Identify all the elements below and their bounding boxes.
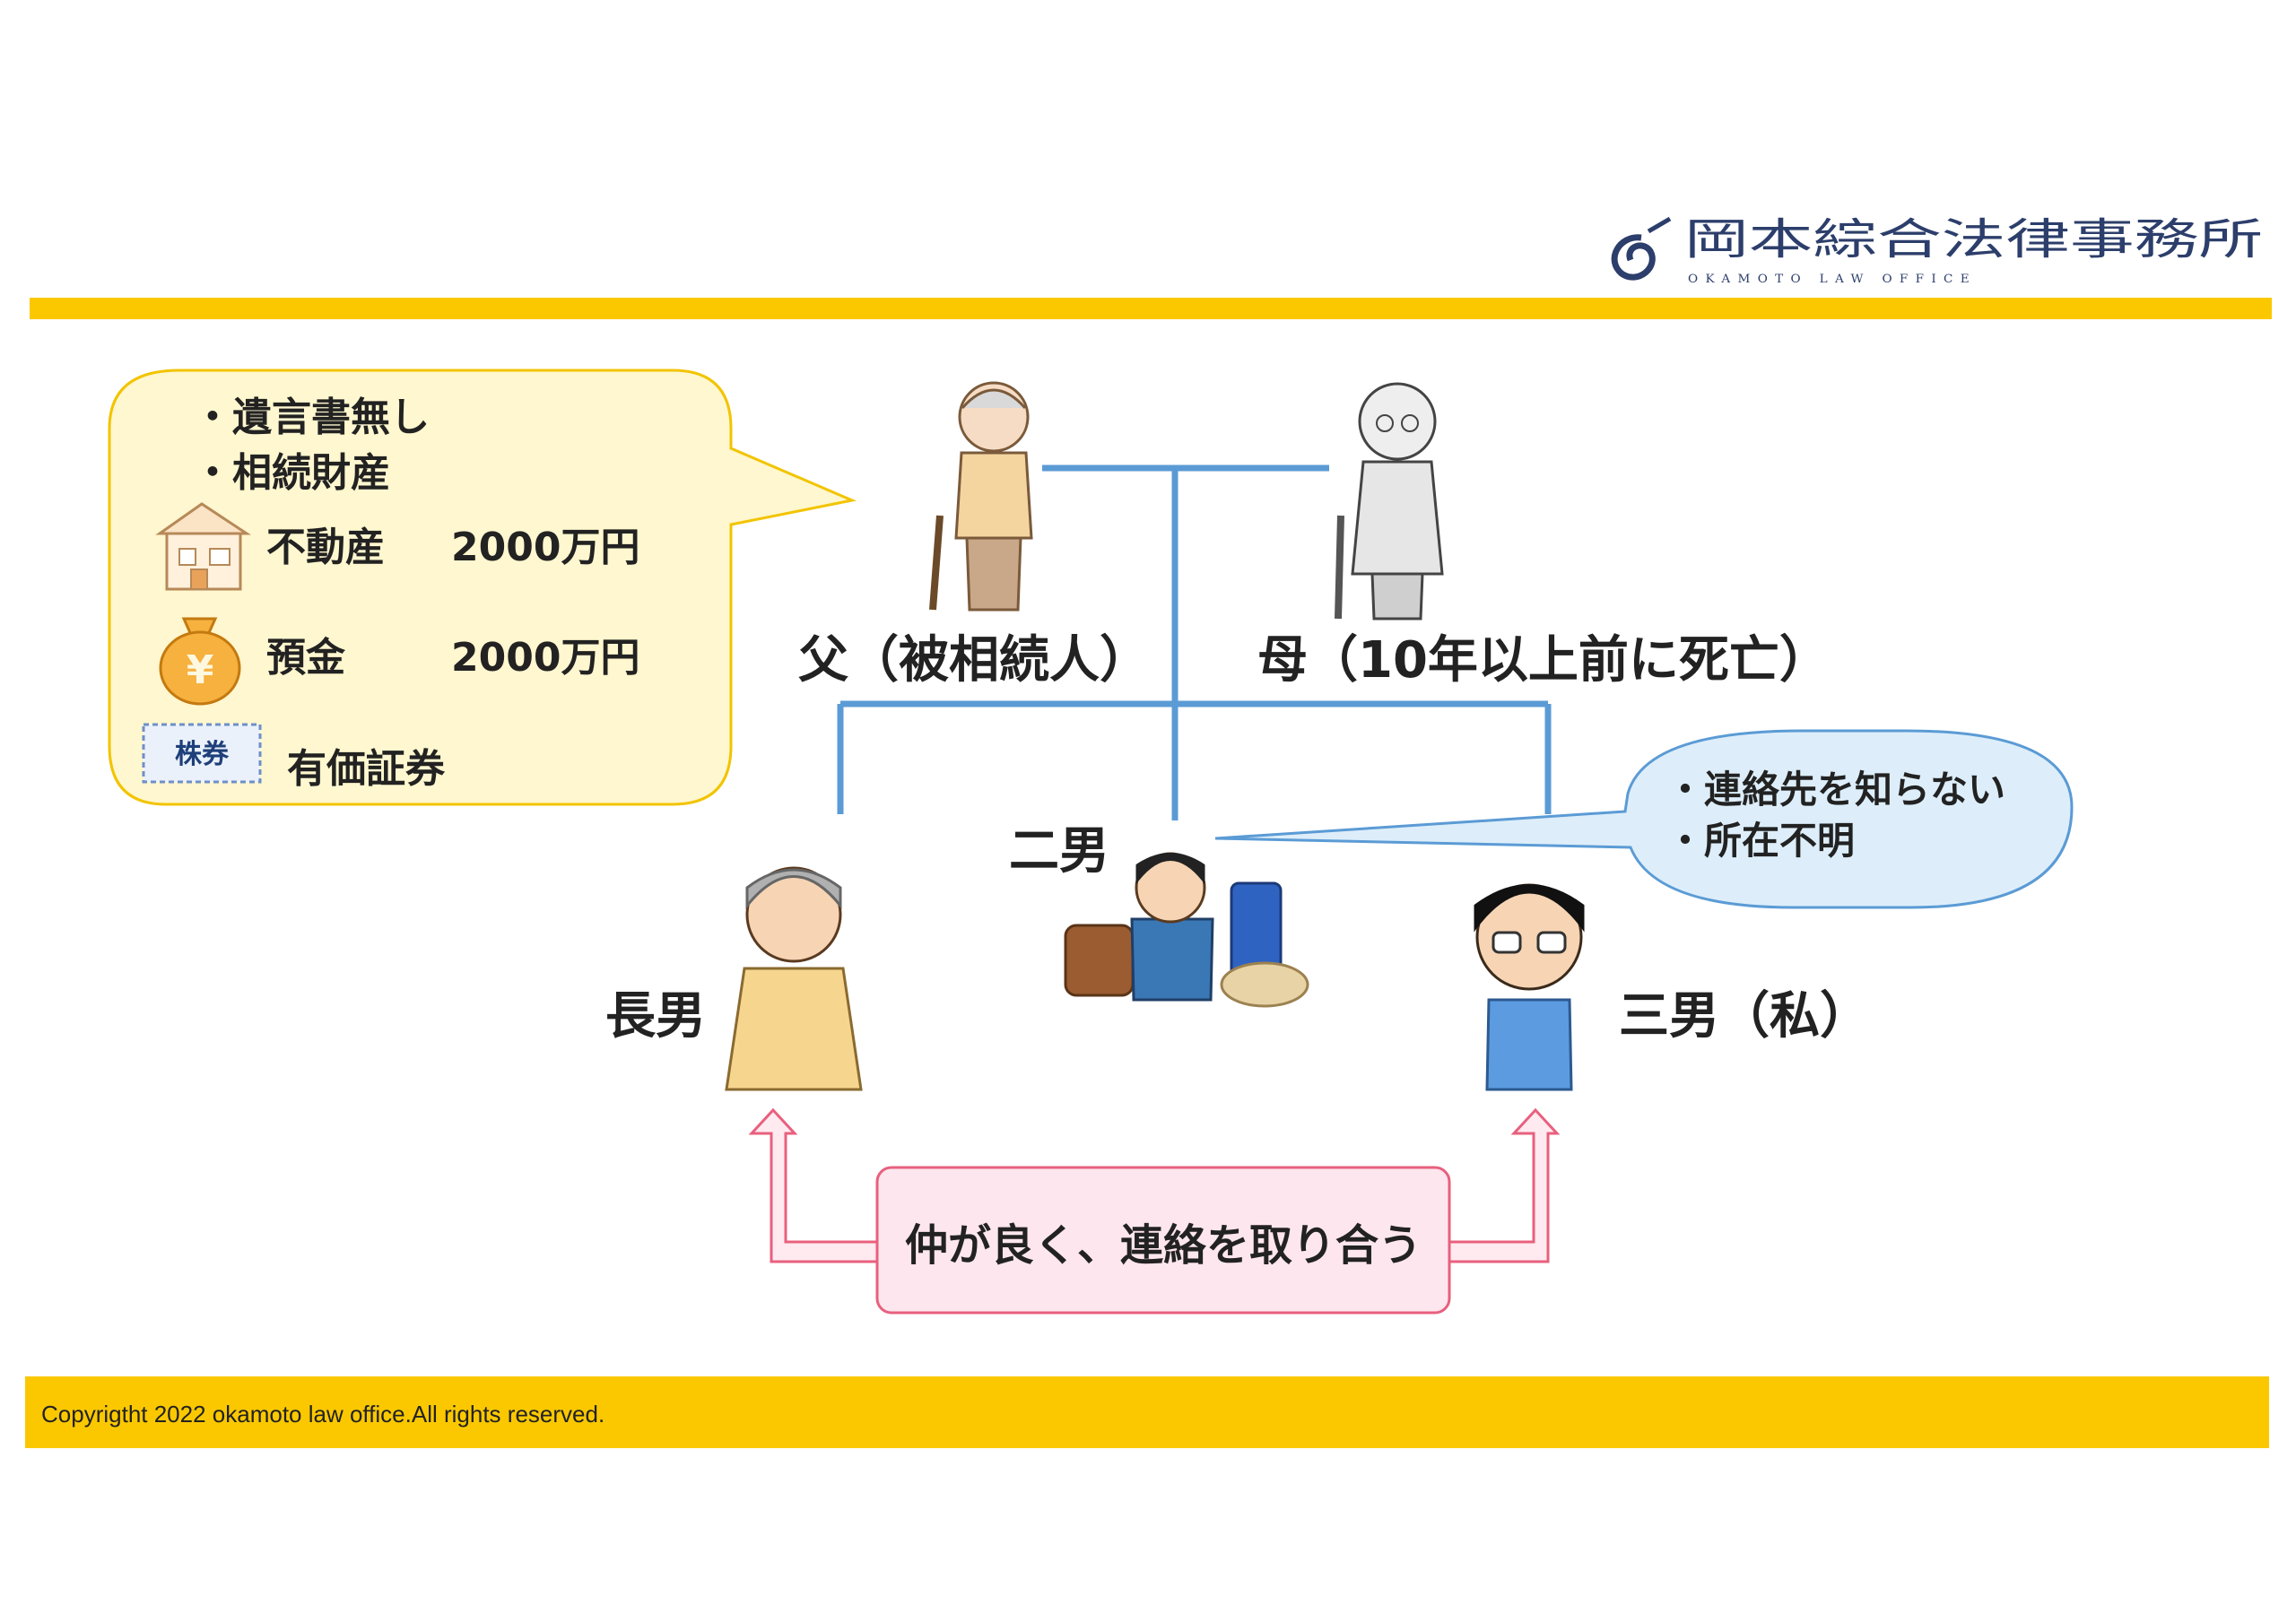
- copyright-text: Copyrigtht 2022 okamoto law office.All r…: [41, 1401, 604, 1428]
- yen-symbol: ¥: [187, 647, 214, 693]
- left-arrow-icon: [748, 1107, 883, 1263]
- header-bar: [30, 298, 2272, 319]
- no-will-text: ・遺言書無し: [193, 395, 430, 440]
- second-son-figure-icon: [1064, 852, 1309, 1008]
- third-son-label: 三男（私）: [1619, 987, 1870, 1046]
- relation-box: 仲が良く、連絡を取り合う: [875, 1166, 1451, 1315]
- stock-certificate-icon: 株券: [142, 723, 262, 784]
- unknown-contact-text: ・連絡先を知らない: [1666, 768, 2005, 812]
- logo-name-en: OKAMOTO LAW OFFICE: [1688, 273, 1977, 286]
- estate-speech-bubble: ・遺言書無し ・相続財産 不動産 2000万円 ¥ 預金 2000万円 株券 有…: [108, 369, 857, 806]
- eldest-son-label: 長男: [605, 987, 706, 1046]
- logo-swirl-icon: [1611, 216, 1672, 281]
- mother-label: 母（10年以上前に死亡）: [1257, 631, 1830, 690]
- deposit-value: 2000万円: [451, 635, 639, 681]
- real-estate-value: 2000万円: [451, 525, 639, 570]
- unknown-location-text: ・所在不明: [1666, 819, 1855, 863]
- stock-badge: 株券: [175, 739, 230, 770]
- mother-figure-icon: [1335, 382, 1444, 621]
- footer-bar: [25, 1376, 2269, 1448]
- right-arrow-icon: [1444, 1107, 1561, 1263]
- securities-label: 有価証券: [287, 746, 446, 792]
- office-logo: 岡本綜合法律事務所 OKAMOTO LAW OFFICE: [1611, 214, 2263, 286]
- deposit-label: 預金: [266, 635, 346, 681]
- third-son-figure-icon: [1474, 883, 1585, 1091]
- second-son-label: 二男: [1009, 822, 1109, 881]
- father-figure-icon: [929, 381, 1033, 612]
- house-icon: [155, 502, 251, 591]
- father-label: 父（被相続人）: [798, 631, 1150, 690]
- second-son-speech-bubble: ・連絡先を知らない ・所在不明: [1214, 729, 2074, 909]
- eldest-son-figure-icon: [725, 866, 863, 1091]
- relation-text: 仲が良く、連絡を取り合う: [905, 1220, 1422, 1271]
- money-bag-icon: ¥: [159, 617, 241, 706]
- estate-label: ・相続財産: [193, 450, 390, 496]
- real-estate-label: 不動産: [266, 525, 385, 570]
- family-tree-lines: [837, 464, 1552, 820]
- logo-name-jp: 岡本綜合法律事務所: [1684, 214, 2263, 265]
